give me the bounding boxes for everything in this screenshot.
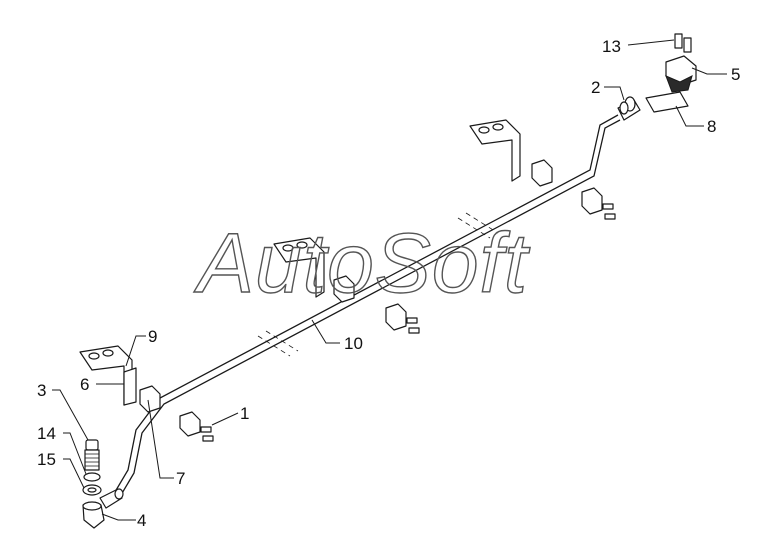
callout-7: 7 xyxy=(176,469,185,488)
callouts: 1 2 3 4 5 6 7 8 9 10 13 14 15 xyxy=(37,37,740,530)
pipe-bracket-left xyxy=(79,345,137,406)
pipe-bracket-upper xyxy=(469,119,616,220)
washer-14 xyxy=(83,472,101,482)
callout-1: 1 xyxy=(240,404,249,423)
callout-4: 4 xyxy=(137,511,146,530)
callout-3: 3 xyxy=(37,381,46,400)
watermark-text: AutoSoft xyxy=(193,216,531,310)
leader-lines xyxy=(52,39,727,521)
callout-14: 14 xyxy=(37,424,56,443)
callout-9: 9 xyxy=(148,327,157,346)
callout-2: 2 xyxy=(591,78,600,97)
clamp-left xyxy=(139,385,214,442)
clamp-5 xyxy=(665,55,697,93)
hose-fitting xyxy=(617,96,641,121)
union-bolt xyxy=(84,439,100,471)
callout-6: 6 xyxy=(80,375,89,394)
bracket-plate-8 xyxy=(645,91,689,113)
callout-8: 8 xyxy=(707,117,716,136)
pipe-bracket-middle xyxy=(273,237,420,334)
callout-15: 15 xyxy=(37,450,56,469)
screw-13 xyxy=(674,33,692,53)
washer-15 xyxy=(82,484,102,496)
callout-13: 13 xyxy=(602,37,621,56)
banjo-fitting xyxy=(82,488,124,529)
callout-10: 10 xyxy=(344,334,363,353)
callout-5: 5 xyxy=(731,65,740,84)
